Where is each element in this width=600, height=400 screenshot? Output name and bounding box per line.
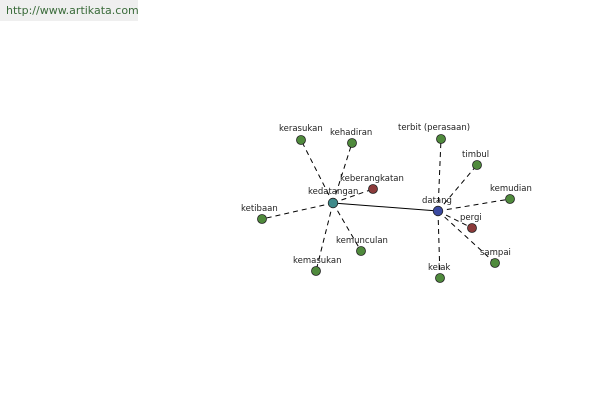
edge-kedatangan-ketibaan — [261, 202, 334, 220]
edge-datang-sampai — [437, 210, 496, 264]
label-kerasukan[interactable]: kerasukan — [279, 124, 323, 134]
graph-nodes — [257, 134, 515, 283]
label-center-datang[interactable]: datang — [422, 196, 452, 206]
node-keberangkatan[interactable] — [368, 184, 378, 194]
graph-edges — [261, 138, 511, 279]
label-kehadiran[interactable]: kehadiran — [330, 128, 372, 138]
label-pergi[interactable]: pergi — [460, 213, 482, 223]
label-sampai[interactable]: sampai — [480, 248, 511, 258]
node-kehadiran[interactable] — [347, 138, 357, 148]
label-kelak[interactable]: kelak — [428, 263, 450, 273]
node-sampai[interactable] — [490, 258, 500, 268]
node-timbul[interactable] — [472, 160, 482, 170]
edge-kedatangan-kehadiran — [332, 142, 353, 204]
node-kemasukan[interactable] — [311, 266, 321, 276]
node-kemudian[interactable] — [505, 194, 515, 204]
edge-kedatangan-kerasukan — [300, 139, 334, 204]
node-ketibaan[interactable] — [257, 214, 267, 224]
edge-datang-kemudian — [437, 198, 511, 212]
graph-labels: kerasukan kehadiran keberangkatan ketibaan k… — [241, 123, 532, 273]
node-kerasukan[interactable] — [296, 135, 306, 145]
edge-datang-pergi — [437, 210, 473, 229]
label-timbul[interactable]: timbul — [462, 150, 489, 160]
edge-kedatangan-kemunculan — [332, 202, 362, 252]
label-center-kedatangan[interactable]: kedatangan — [308, 187, 358, 197]
node-center-kedatangan[interactable] — [327, 197, 339, 209]
label-ketibaan[interactable]: ketibaan — [241, 204, 278, 214]
label-kemunculan[interactable]: kemunculan — [336, 236, 388, 246]
edge-kedatangan-datang — [332, 202, 439, 212]
label-terbit[interactable]: terbit (perasaan) — [398, 123, 470, 133]
edge-kedatangan-kemasukan — [315, 202, 334, 272]
label-kemasukan[interactable]: kemasukan — [293, 256, 342, 266]
source-url-banner[interactable]: http://www.artikata.com — [0, 0, 139, 21]
node-terbit[interactable] — [436, 134, 446, 144]
edge-datang-timbul — [437, 164, 478, 212]
label-keberangkatan[interactable]: keberangkatan — [340, 174, 404, 184]
edge-kedatangan-keberangkatan — [332, 188, 374, 204]
node-kemunculan[interactable] — [356, 246, 366, 256]
label-kemudian[interactable]: kemudian — [490, 184, 532, 194]
node-center-datang[interactable] — [432, 205, 444, 217]
edge-datang-kelak — [437, 210, 441, 279]
node-pergi[interactable] — [467, 223, 477, 233]
edge-datang-terbit — [437, 138, 442, 212]
node-kelak[interactable] — [435, 273, 445, 283]
